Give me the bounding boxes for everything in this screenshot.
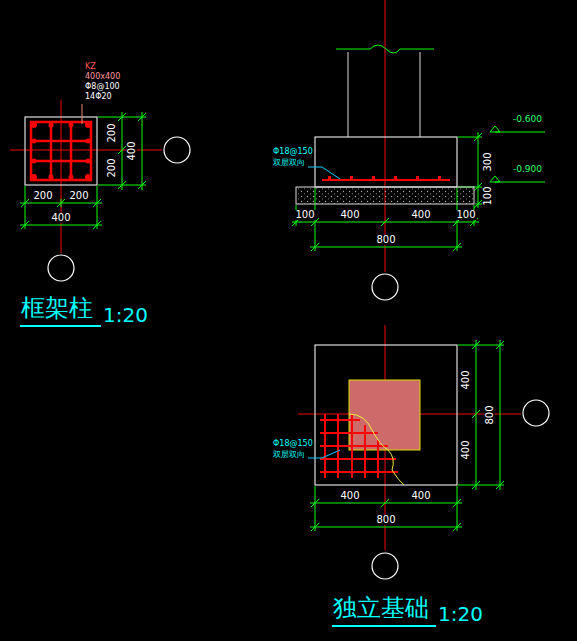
axis-bubbles — [48, 137, 549, 579]
rebar-note: 双层双向 — [272, 451, 306, 459]
column-section — [25, 104, 97, 185]
section-size: 400x400 — [84, 73, 121, 81]
dimension: 100 — [455, 210, 476, 220]
dimension: 400 — [410, 210, 431, 220]
rebar-note: 14Φ20 — [84, 93, 113, 101]
dimension: 200 — [32, 191, 53, 201]
drawing-scale: 1:20 — [102, 305, 149, 325]
dimension: 300 — [483, 151, 493, 172]
drawing-title: 独立基础 — [332, 596, 430, 620]
dimension: 100 — [483, 185, 493, 206]
dimension: 400 — [461, 369, 471, 390]
dimension: 800 — [375, 235, 396, 245]
dimension: 400 — [50, 213, 71, 223]
dimension: 400 — [339, 491, 360, 501]
drawing-title: 框架柱 — [20, 296, 94, 320]
foundation-plan — [308, 345, 457, 485]
dimension: 800 — [485, 404, 495, 425]
rebar-note: 双层双向 — [272, 159, 306, 167]
dimension-lines — [20, 112, 504, 531]
elevation: -0.600 — [512, 115, 543, 124]
axis-lines — [10, 0, 521, 550]
dimension: 200 — [68, 191, 89, 201]
dimension: 200 — [107, 157, 117, 178]
rebar-note: Φ18@150 — [272, 148, 314, 156]
member-mark: KZ — [84, 63, 97, 71]
dimension: 200 — [107, 122, 117, 143]
stirrup-note: Φ8@100 — [84, 83, 121, 91]
dimension: 100 — [294, 210, 315, 220]
title-underlines — [20, 326, 436, 626]
dimension: 400 — [461, 439, 471, 460]
dimension: 400 — [410, 491, 431, 501]
dimension: 400 — [127, 140, 137, 161]
dimension: 400 — [339, 210, 360, 220]
rebar-note: Φ18@150 — [272, 440, 314, 448]
dimension: 800 — [375, 515, 396, 525]
drawing-scale: 1:20 — [437, 604, 484, 624]
foundation-section — [296, 45, 545, 204]
elevation: -0.900 — [512, 165, 543, 174]
